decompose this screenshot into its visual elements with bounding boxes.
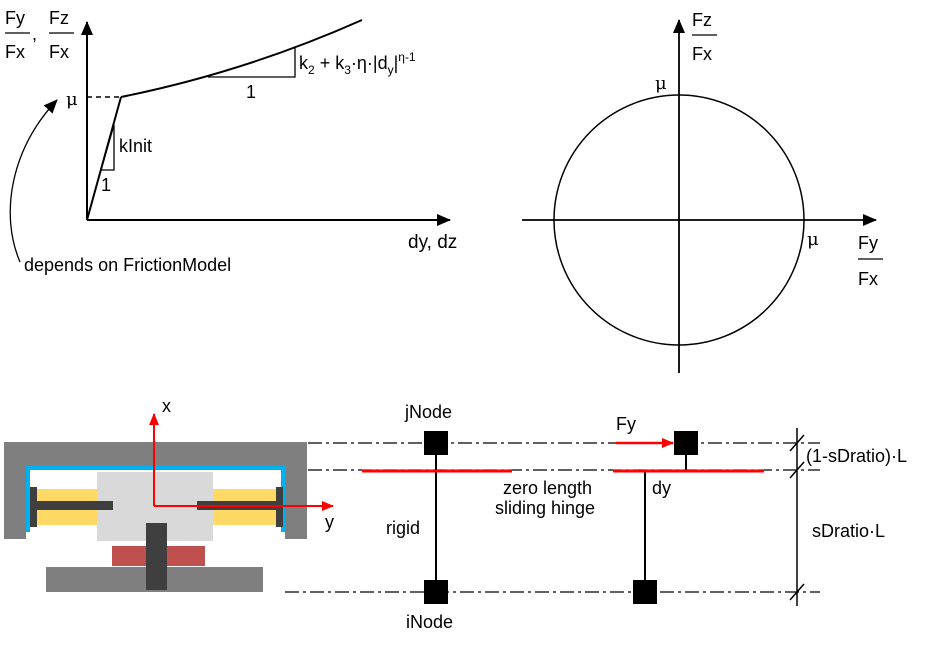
slope-triangle [208,48,296,78]
dy-label: dy [652,478,671,498]
element-model: jNode iNode rigid zero length sliding hi… [285,402,907,632]
bearing-y-axis-label: y [325,512,334,532]
jnode-label: jNode [404,402,452,422]
graph2-fz-denominator: Fx [692,44,712,64]
dimension-tick-top [789,434,805,452]
fy-force-label: Fy [616,414,636,434]
jnode-marker [424,431,448,455]
graph1-x-axis-label: dy, dz [408,232,457,253]
left-stop-bar [30,487,37,527]
slope-formula: k2 + k3·η·|dy|η-1 [299,50,416,77]
hinge-label-line1: zero length [503,478,592,498]
sliding-surface-left [26,466,30,532]
bottom-dimension-label: sDratio·L [812,521,885,541]
bearing-cross-section: x y [4,396,334,592]
slope-run-one: 1 [246,82,256,102]
graph2-fy-numerator: Fy [858,233,878,253]
graph1-y-denominator-fx-1: Fx [5,42,25,62]
left-rod [37,501,113,510]
friction-model-pointer-arrow [9,99,58,263]
kinit-run-one: 1 [101,175,111,195]
graph2-fy-denominator: Fx [858,269,878,289]
housing-top-plate [4,442,307,466]
friction-circle-graph: Fz Fx Fy Fx μ μ [522,10,883,373]
graph1-mu-label: μ [66,89,78,110]
deformed-jnode-marker [674,431,698,455]
bearing-x-axis-label: x [162,396,171,416]
dimension-tick-bottom [789,583,805,601]
deformed-inode-marker [633,580,657,604]
graph1-y-numerator-fy: Fy [5,8,25,28]
dimension-tick-middle [789,461,805,479]
graph1-y-numerator-fz: Fz [49,8,69,28]
graph1-y-denominator-fx-2: Fx [49,42,69,62]
graph2-fz-numerator: Fz [692,10,712,30]
center-post [146,523,167,590]
kinit-slope-triangle [100,124,115,171]
graph2-mu-top: μ [655,73,667,94]
graph1-friction-curve [120,19,363,98]
inode-label: iNode [406,612,453,632]
hinge-label-line2: sliding hinge [495,498,595,518]
graph1-y-separator: , [32,24,37,44]
inode-marker [424,580,448,604]
housing-left-wall [4,442,26,539]
friction-model-note: depends on FrictionModel [24,255,231,275]
kinit-label: kInit [119,136,152,156]
sliding-surface-top [26,466,285,470]
top-dimension-label: (1-sDratio)·L [806,446,907,466]
housing-right-wall [285,442,307,539]
friction-displacement-graph: Fy Fx , Fz Fx dy, dz μ kInit 1 1 k2 + k3… [5,8,457,275]
rigid-label: rigid [386,518,420,538]
graph2-mu-right: μ [807,229,819,250]
